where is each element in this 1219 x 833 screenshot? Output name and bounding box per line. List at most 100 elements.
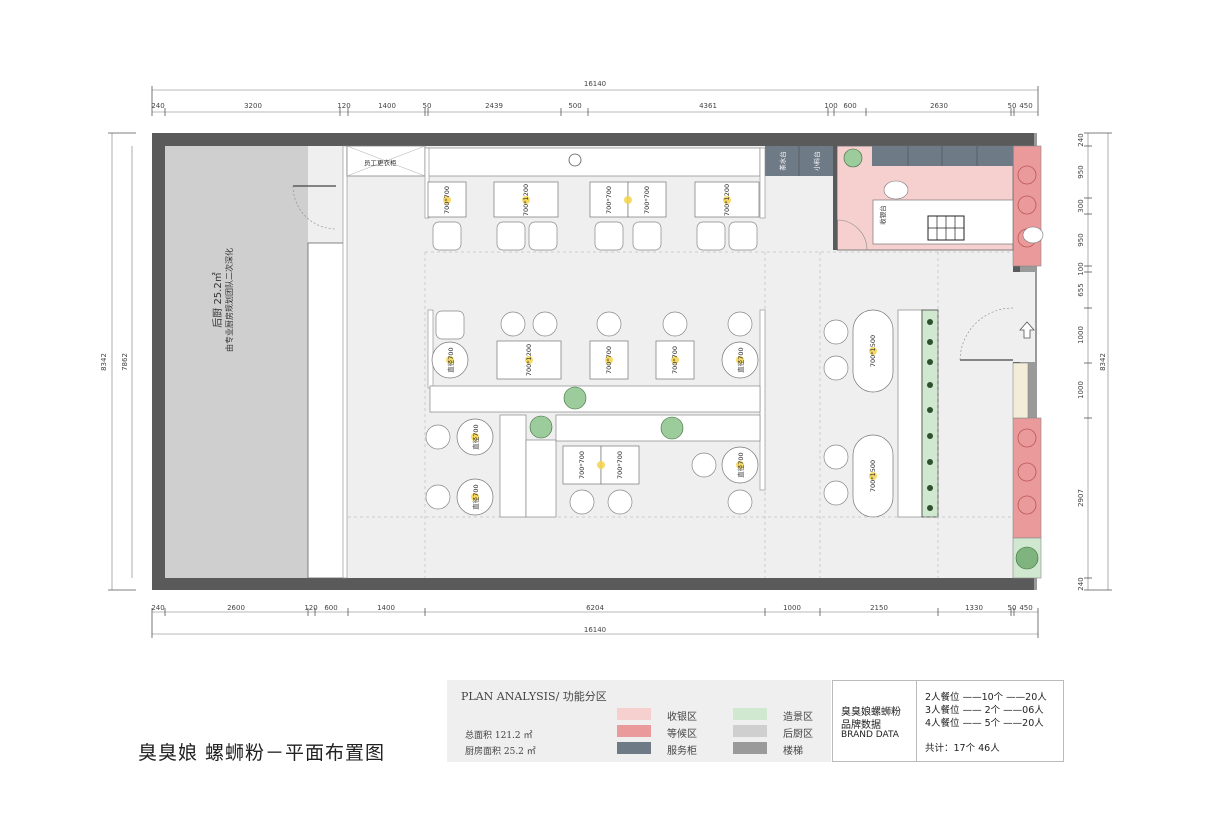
top-total-dim: 16140 — [583, 80, 607, 88]
lower-chairs — [425, 424, 753, 515]
dim: 240 — [151, 604, 165, 612]
service-cabinet-top — [872, 146, 1013, 166]
table-label: 700*700 — [643, 185, 651, 215]
middle-tables — [431, 340, 759, 380]
stair-edge — [1034, 133, 1037, 590]
staff-figure-icon — [883, 180, 909, 200]
waiting-bench-top — [1012, 145, 1042, 267]
table-label: 直径700 — [737, 452, 745, 478]
dim: 3200 — [244, 102, 262, 110]
table-label: 700*1200 — [525, 343, 533, 377]
table-label: 700*700 — [443, 185, 451, 215]
dim: 50 — [1007, 102, 1017, 110]
brand-row: 2人餐位 ——10个 ——20人 — [925, 692, 1047, 703]
dim: 240 — [151, 102, 165, 110]
legend-label: 收银区 — [667, 712, 697, 723]
dim: 2150 — [870, 604, 888, 612]
swatch-landscape — [733, 708, 767, 720]
dim: 1000 — [783, 604, 801, 612]
plant-icon — [563, 386, 587, 410]
sauce-station-label: 小料台 — [813, 151, 821, 171]
waiting-bench-bottom — [1012, 417, 1042, 539]
left-inner-dim: 7862 — [121, 353, 129, 371]
brand-title-en: BRAND DATA — [841, 730, 899, 740]
middle-chairs — [435, 310, 753, 340]
swatch-waiting — [617, 725, 651, 737]
kitchen-note: 由专业厨房规划团队二次深化 — [225, 248, 234, 352]
dim: 1400 — [378, 102, 396, 110]
brand-data-panel: 臭臭娘螺蛳粉 品牌数据 BRAND DATA 2人餐位 ——10个 ——20人 … — [832, 680, 1064, 762]
entrance-arrow-icon — [1019, 321, 1035, 339]
left-outer-dim: 8342 — [100, 353, 108, 371]
swatch-kitchen — [733, 725, 767, 737]
cashier-label: 收银台 — [879, 205, 887, 225]
dim: 655 — [1077, 283, 1085, 297]
dim: 50 — [1007, 604, 1017, 612]
dim: 450 — [1019, 604, 1033, 612]
dim: 2600 — [227, 604, 245, 612]
center-bench — [429, 385, 761, 413]
kitchen-zone — [165, 146, 308, 578]
brand-title-cn2: 品牌数据 — [841, 720, 881, 731]
dim: 6204 — [586, 604, 604, 612]
dim: 100 — [1077, 262, 1085, 276]
brand-row: 3人餐位 —— 2个 ——06人 — [925, 705, 1044, 716]
dim: 4361 — [699, 102, 717, 110]
tea-station-label: 茶水台 — [779, 151, 787, 171]
dim: 2439 — [485, 102, 503, 110]
dim: 240 — [1077, 133, 1085, 147]
table-label: 700*1500 — [869, 334, 877, 368]
table-label: 700*700 — [671, 345, 679, 375]
legend-label: 造景区 — [783, 712, 813, 723]
drawing-title: 臭臭娘 螺蛳粉－平面布置图 — [138, 742, 386, 764]
dim: 120 — [304, 604, 318, 612]
table-lights — [443, 196, 877, 501]
partition — [342, 145, 348, 579]
dimension-lines — [111, 89, 1109, 635]
locker-label: 员工更衣柜 — [364, 159, 397, 167]
legend-heading: PLAN ANALYSIS/ 功能分区 — [461, 690, 607, 703]
legend-label: 等候区 — [667, 729, 697, 740]
dim: 1000 — [1077, 326, 1085, 344]
brand-row: 4人餐位 —— 5个 ——20人 — [925, 718, 1044, 729]
dim: 1330 — [965, 604, 983, 612]
kitchen-title: 后厨 25.2㎡ — [213, 272, 224, 328]
right-bench — [897, 309, 923, 518]
dim: 100 — [824, 102, 838, 110]
dimension-ticks — [108, 86, 1112, 638]
swatch-cashier — [617, 708, 651, 720]
dim: 600 — [843, 102, 857, 110]
legend-label: 楼梯 — [783, 746, 803, 757]
dim: 950 — [1077, 165, 1085, 179]
legend-label: 服务柜 — [667, 746, 697, 757]
kitchen-counter — [307, 242, 346, 579]
dim: 950 — [1077, 233, 1085, 247]
grid-lines — [348, 251, 1013, 578]
table-label: 700*700 — [616, 450, 624, 480]
legend-panel: PLAN ANALYSIS/ 功能分区 总面积 121.2 ㎡ 厨房面积 25.… — [447, 680, 831, 762]
cashier-counter — [872, 199, 1014, 245]
right-chairs — [823, 319, 849, 506]
table-label: 700*1200 — [522, 183, 530, 217]
table-label: 700*700 — [578, 450, 586, 480]
swatch-service — [617, 742, 651, 754]
table-label: 700*1200 — [723, 183, 731, 217]
dim: 500 — [568, 102, 582, 110]
table-label: 700*700 — [605, 185, 613, 215]
brand-total: 共计：17个 46人 — [925, 743, 1000, 754]
table-label: 700*1500 — [869, 459, 877, 493]
entrance-opening — [1013, 272, 1035, 362]
right-outer-dim: 8342 — [1099, 353, 1107, 371]
table-label: 直径700 — [447, 347, 455, 373]
dim: 300 — [1077, 199, 1085, 213]
table-label: 直径700 — [472, 484, 480, 510]
dim: 120 — [337, 102, 351, 110]
dim: 2907 — [1077, 489, 1085, 507]
table-label: 700*700 — [605, 345, 613, 375]
kitchen-label: 后厨 25.2㎡ 由专业厨房规划团队二次深化 — [209, 248, 235, 352]
total-area: 总面积 121.2 ㎡ — [465, 731, 533, 741]
top-chairs — [432, 221, 758, 251]
swatch-stair — [733, 742, 767, 754]
legend-label: 后厨区 — [783, 729, 813, 740]
